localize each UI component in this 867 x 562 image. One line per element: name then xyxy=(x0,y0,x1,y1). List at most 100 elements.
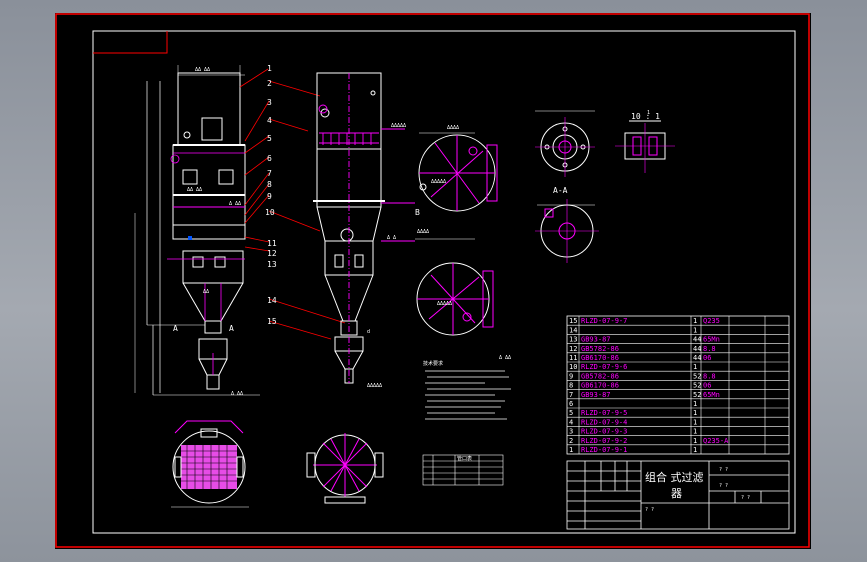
parts-row: 14 1 xyxy=(569,326,697,334)
round-view-tags: ΔΔΔΔ ΔΔΔΔΔ ΔΔΔΔ ΔΔΔΔΔ xyxy=(417,125,459,307)
part-material: 06 xyxy=(703,354,711,362)
part-no: 7 xyxy=(569,391,573,399)
title-mark-4: ? ? xyxy=(645,507,654,513)
nozzle-table-header: 管口表 xyxy=(457,455,472,462)
nozzle-table: 管口表 xyxy=(422,454,504,486)
view-label-b: B xyxy=(415,208,420,217)
svg-text:1: 1 xyxy=(647,110,650,116)
svg-text:ΔΔΔΔ: ΔΔΔΔ xyxy=(417,229,429,235)
part-material: 8.8 xyxy=(703,345,716,353)
title-mark-2: ? ? xyxy=(719,483,728,489)
code-box xyxy=(93,31,168,54)
part-no: 4 xyxy=(569,418,573,426)
callout-10: 10 xyxy=(265,208,275,217)
callout-1: 1 xyxy=(267,64,272,73)
part-no: 11 xyxy=(569,354,577,362)
svg-text:ΔΔ ΔΔ: ΔΔ ΔΔ xyxy=(187,187,202,193)
part-no: 9 xyxy=(569,372,573,380)
part-qty: 52 xyxy=(693,391,701,399)
part-code: GB5782-86 xyxy=(581,372,619,380)
drawing-title-line1: 组合 式过滤 xyxy=(645,470,704,484)
part-code: RLZD-07-9-4 xyxy=(581,418,627,426)
title-block xyxy=(566,460,790,530)
part-no: 15 xyxy=(569,317,577,325)
callout-numbers: 1 2 3 4 5 6 7 8 9 10 11 12 13 14 15 xyxy=(265,64,277,326)
part-code: GB6170-86 xyxy=(581,354,619,362)
side-elevation-tags: ΔΔΔΔΔ Δ Δ ΔΔΔΔΔ d xyxy=(367,123,406,389)
part-no: 8 xyxy=(569,382,573,390)
part-code: RLZD-07-9-1 xyxy=(581,446,627,454)
part-material: 8.8 xyxy=(703,372,716,380)
part-qty: 44 xyxy=(693,345,701,353)
drawing-sheet: ΔΔ ΔΔ ΔΔ ΔΔ ΔΔ Δ ΔΔ Δ ΔΔ A A 1 2 3 4 5 6… xyxy=(55,13,811,549)
callout-leaders xyxy=(239,68,346,340)
part-qty: 1 xyxy=(693,400,697,408)
part-code: GB93-87 xyxy=(581,391,611,399)
callout-4: 4 xyxy=(267,116,272,125)
part-code: RLZD-07-9-2 xyxy=(581,437,627,445)
svg-text:ΔΔ ΔΔ: ΔΔ ΔΔ xyxy=(195,67,210,73)
part-no: 10 xyxy=(569,363,577,371)
title-mark-1: ? ? xyxy=(719,467,728,473)
callout-5: 5 xyxy=(267,134,272,143)
part-no: 1 xyxy=(569,446,573,454)
part-qty: 44 xyxy=(693,354,701,362)
callout-6: 6 xyxy=(267,154,272,163)
part-qty: 1 xyxy=(693,326,697,334)
bottom-plan-view xyxy=(306,433,384,504)
part-material: 65Mn xyxy=(703,391,720,399)
part-code: GB5782-86 xyxy=(581,345,619,353)
title-mark-3: ? ? xyxy=(741,495,750,501)
part-no: 2 xyxy=(569,437,573,445)
callout-7: 7 xyxy=(267,169,272,178)
svg-text:Δ ΔΔ: Δ ΔΔ xyxy=(229,201,241,207)
callout-8: 8 xyxy=(267,180,272,189)
callout-13: 13 xyxy=(267,260,277,269)
part-qty: 1 xyxy=(693,317,697,325)
svg-text:ΔΔΔΔΔ: ΔΔΔΔΔ xyxy=(431,179,446,185)
part-no: 5 xyxy=(569,409,573,417)
drawing-title-line2: 器 xyxy=(671,487,682,500)
cad-drawing: ΔΔ ΔΔ ΔΔ ΔΔ ΔΔ Δ ΔΔ Δ ΔΔ A A 1 2 3 4 5 6… xyxy=(55,13,810,548)
side-elevation-magenta xyxy=(318,73,415,383)
part-material: 65Mn xyxy=(703,336,720,344)
section-mark-a: A xyxy=(173,324,178,333)
part-material: 06 xyxy=(703,382,711,390)
svg-text:ΔΔΔΔΔ: ΔΔΔΔΔ xyxy=(391,123,406,129)
callout-2: 2 xyxy=(267,79,272,88)
part-qty: 1 xyxy=(693,446,697,454)
part-qty: 44 xyxy=(693,336,701,344)
part-code: GB93-87 xyxy=(581,336,611,344)
part-code: GB6170-86 xyxy=(581,382,619,390)
notes-title: 技术要求 xyxy=(423,360,443,367)
technical-notes: 技术要求 Δ ΔΔ xyxy=(423,355,511,420)
part-qty: 1 xyxy=(693,409,697,417)
part-no: 13 xyxy=(569,336,577,344)
part-qty: 1 xyxy=(693,363,697,371)
callout-15: 15 xyxy=(267,317,277,326)
detail-ratio: 10 : 1 xyxy=(631,112,660,121)
part-no: 14 xyxy=(569,326,577,334)
main-elevation-view xyxy=(134,65,260,396)
svg-text:ΔΔ: ΔΔ xyxy=(203,289,209,295)
elevation-magenta-details xyxy=(167,152,245,375)
plan-view-lower xyxy=(415,238,494,336)
flange-section-detail: 10 : 1 1 xyxy=(615,110,675,173)
svg-text:Δ ΔΔ: Δ ΔΔ xyxy=(499,355,511,361)
svg-text:ΔΔΔΔΔ: ΔΔΔΔΔ xyxy=(367,383,382,389)
section-aa-view: A-A xyxy=(535,186,599,263)
elevation-tags: ΔΔ ΔΔ ΔΔ ΔΔ ΔΔ Δ ΔΔ Δ ΔΔ A A xyxy=(173,67,243,397)
tube-sheet-view xyxy=(171,420,249,508)
